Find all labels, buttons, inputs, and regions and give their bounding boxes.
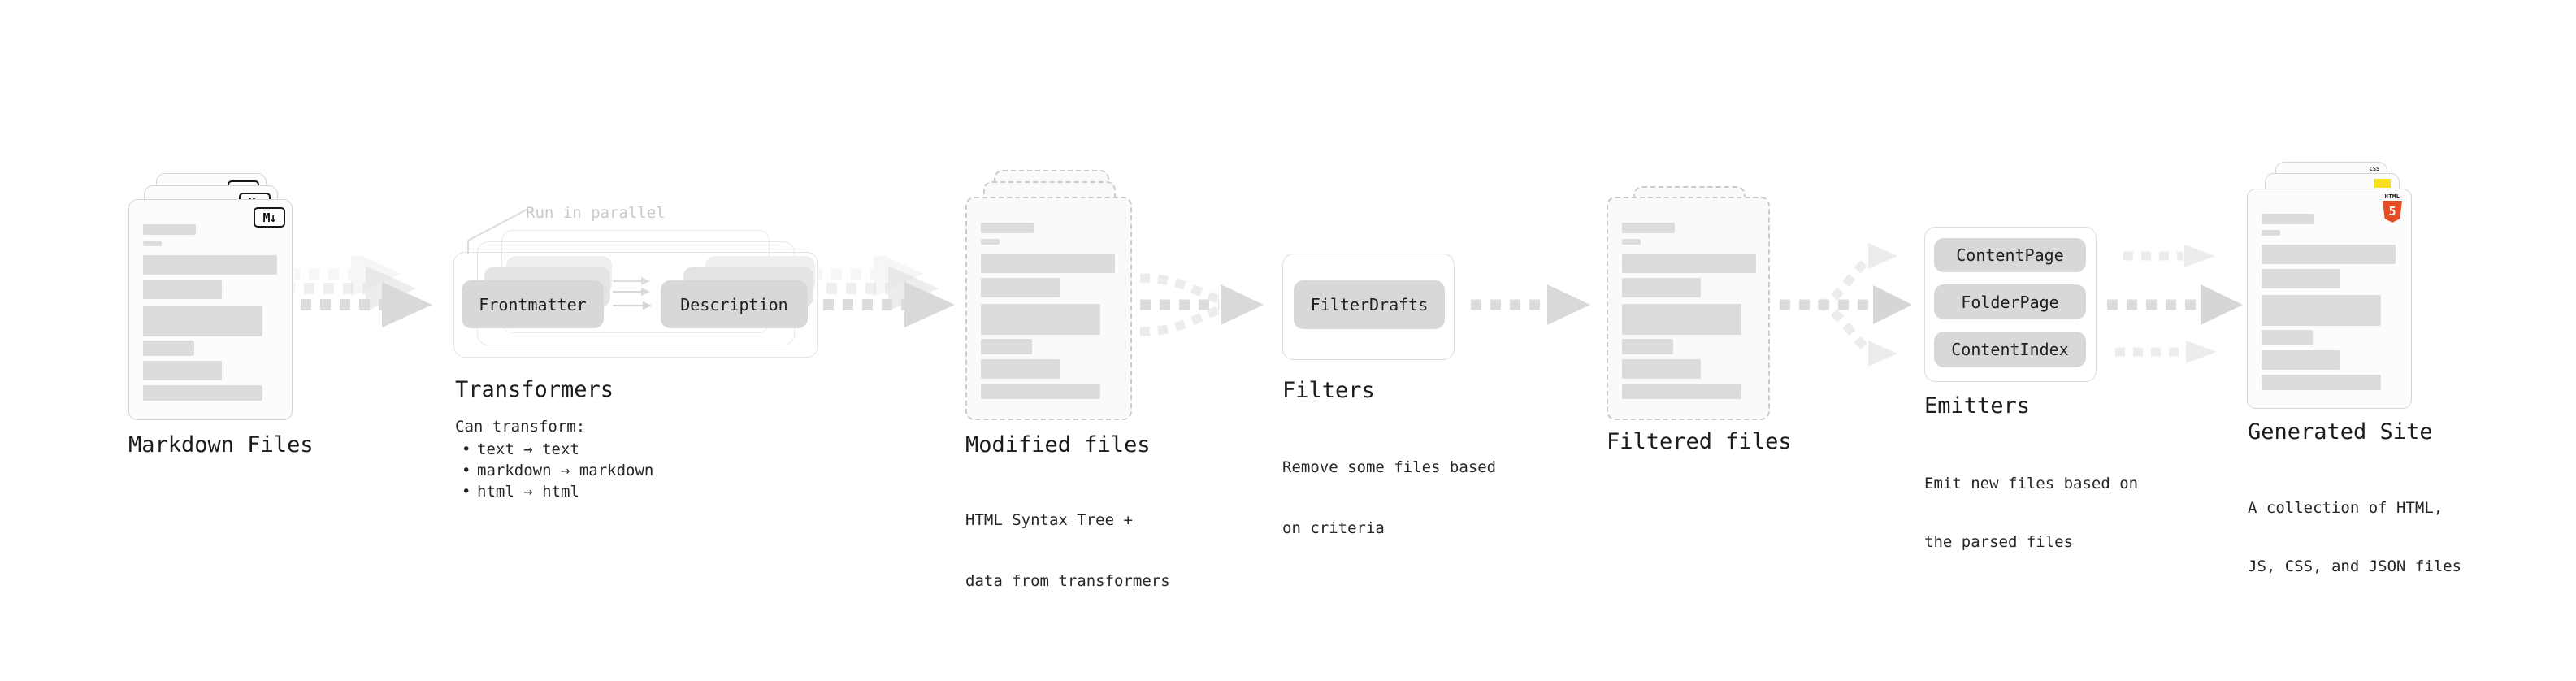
emitter-pill-label: ContentIndex (1951, 340, 2069, 359)
transformer-pill-description: Description (661, 280, 808, 328)
markdown-icon-label: M↓ (262, 210, 276, 225)
placeholder-line (981, 384, 1100, 399)
placeholder-line (981, 359, 1060, 379)
modified-file-card-front (965, 197, 1132, 420)
placeholder-line (2262, 330, 2313, 345)
placeholder-line (1622, 384, 1741, 399)
description-line: the parsed files (1924, 533, 2074, 551)
generated-file-card-front: HTML 5 (2247, 189, 2412, 409)
placeholder-line (2262, 230, 2280, 236)
stage-title-transformers: Transformers (455, 377, 614, 402)
filter-pill-filterdrafts: FilterDrafts (1294, 280, 1445, 329)
emitters-description: Emit new files based on the parsed files (1924, 435, 2138, 591)
stage-title-emitters: Emitters (1924, 393, 2031, 419)
flow-arrow-filters-to-filtered (1471, 284, 1590, 325)
emitter-pill-label: FolderPage (1961, 292, 2059, 312)
bullet-text: markdown → markdown (477, 462, 654, 479)
transformers-bullet-list: • text → text • markdown → markdown • html … (462, 439, 653, 502)
bullet-item: • text → text (462, 439, 653, 460)
placeholder-line (1622, 278, 1701, 297)
placeholder-line (2262, 245, 2396, 264)
placeholder-line (981, 223, 1034, 233)
transformer-pill-label: Frontmatter (479, 294, 587, 314)
bullet-text: html → html (477, 483, 579, 501)
flow-arrow-markdown-to-transformers (294, 256, 432, 327)
placeholder-line (143, 340, 194, 356)
placeholder-line (981, 304, 1100, 335)
placeholder-line (981, 339, 1032, 354)
placeholder-line (1622, 223, 1675, 233)
placeholder-line (981, 278, 1060, 297)
emitter-pill-contentpage: ContentPage (1934, 238, 2086, 272)
placeholder-line (143, 241, 162, 246)
markdown-file-card-front: M↓ (128, 199, 293, 420)
stage-title-filters: Filters (1282, 378, 1375, 403)
description-line: data from transformers (965, 572, 1170, 590)
emitter-pill-folderpage: FolderPage (1934, 284, 2086, 319)
transformer-pill-frontmatter: Frontmatter (462, 280, 604, 328)
placeholder-line (1622, 339, 1673, 354)
placeholder-line (143, 306, 262, 336)
placeholder-line (981, 239, 1000, 245)
emitter-pill-contentindex: ContentIndex (1934, 332, 2086, 367)
html5-icon: HTML 5 (2383, 193, 2402, 223)
emitter-pill-label: ContentPage (1956, 245, 2064, 265)
flow-arrow-transformers-to-modified (817, 256, 955, 327)
placeholder-line (143, 224, 196, 235)
placeholder-line (143, 385, 262, 401)
markdown-icon: M↓ (254, 207, 285, 228)
placeholder-line (2262, 269, 2340, 288)
stage-title-generated-site: Generated Site (2248, 419, 2433, 445)
flow-arrow-merge-to-filters (1139, 273, 1264, 336)
annotation-leader-line (467, 209, 527, 254)
placeholder-line (1622, 304, 1741, 335)
modified-files-description: HTML Syntax Tree + data from transformer… (965, 470, 1170, 632)
placeholder-line (2262, 375, 2381, 390)
run-in-parallel-annotation: Run in parallel (526, 204, 666, 222)
description-line: JS, CSS, and JSON files (2248, 557, 2462, 575)
placeholder-line (981, 254, 1115, 273)
transformer-pill-label: Description (680, 294, 788, 314)
placeholder-line (1622, 359, 1701, 379)
placeholder-line (2262, 350, 2340, 370)
filter-pill-label: FilterDrafts (1310, 295, 1429, 314)
description-line: Remove some files based (1282, 458, 1497, 476)
js-icon (2374, 179, 2391, 188)
stage-title-modified-files: Modified files (965, 432, 1151, 458)
html5-icon-label: HTML (2384, 193, 2400, 200)
description-line: Emit new files based on (1924, 475, 2139, 492)
placeholder-line (2262, 295, 2381, 326)
placeholder-line (1622, 239, 1641, 245)
flow-arrows-emitters-to-generated (2107, 245, 2243, 363)
bullet-glyph: • (462, 483, 471, 501)
flow-arrow-fanout-to-emitters (1780, 243, 1912, 367)
filters-description: Remove some files based on criteria (1282, 417, 1496, 579)
description-line: A collection of HTML, (2248, 499, 2444, 517)
transformer-inner-arrows (613, 277, 652, 310)
stage-title-filtered-files: Filtered files (1607, 429, 1792, 454)
bullet-glyph: • (462, 462, 471, 479)
placeholder-line (143, 255, 277, 275)
placeholder-line (2262, 214, 2314, 224)
transformer-frame-front (453, 252, 818, 358)
description-line: HTML Syntax Tree + (965, 511, 1133, 529)
generated-site-description: A collection of HTML, JS, CSS, and JSON … (2248, 459, 2461, 615)
stage-title-markdown-files: Markdown Files (128, 432, 314, 458)
placeholder-line (143, 361, 222, 380)
bullet-text: text → text (477, 440, 579, 458)
bullet-item: • html → html (462, 481, 653, 502)
bullet-item: • markdown → markdown (462, 460, 653, 481)
transformers-description-heading: Can transform: (455, 418, 586, 436)
html5-icon-shield: 5 (2383, 201, 2402, 223)
description-line: on criteria (1282, 519, 1385, 537)
css-icon-label: CSS (2369, 166, 2380, 172)
placeholder-line (143, 280, 222, 299)
placeholder-line (1622, 254, 1756, 273)
filtered-file-card-front (1607, 197, 1770, 420)
bullet-glyph: • (462, 440, 471, 458)
